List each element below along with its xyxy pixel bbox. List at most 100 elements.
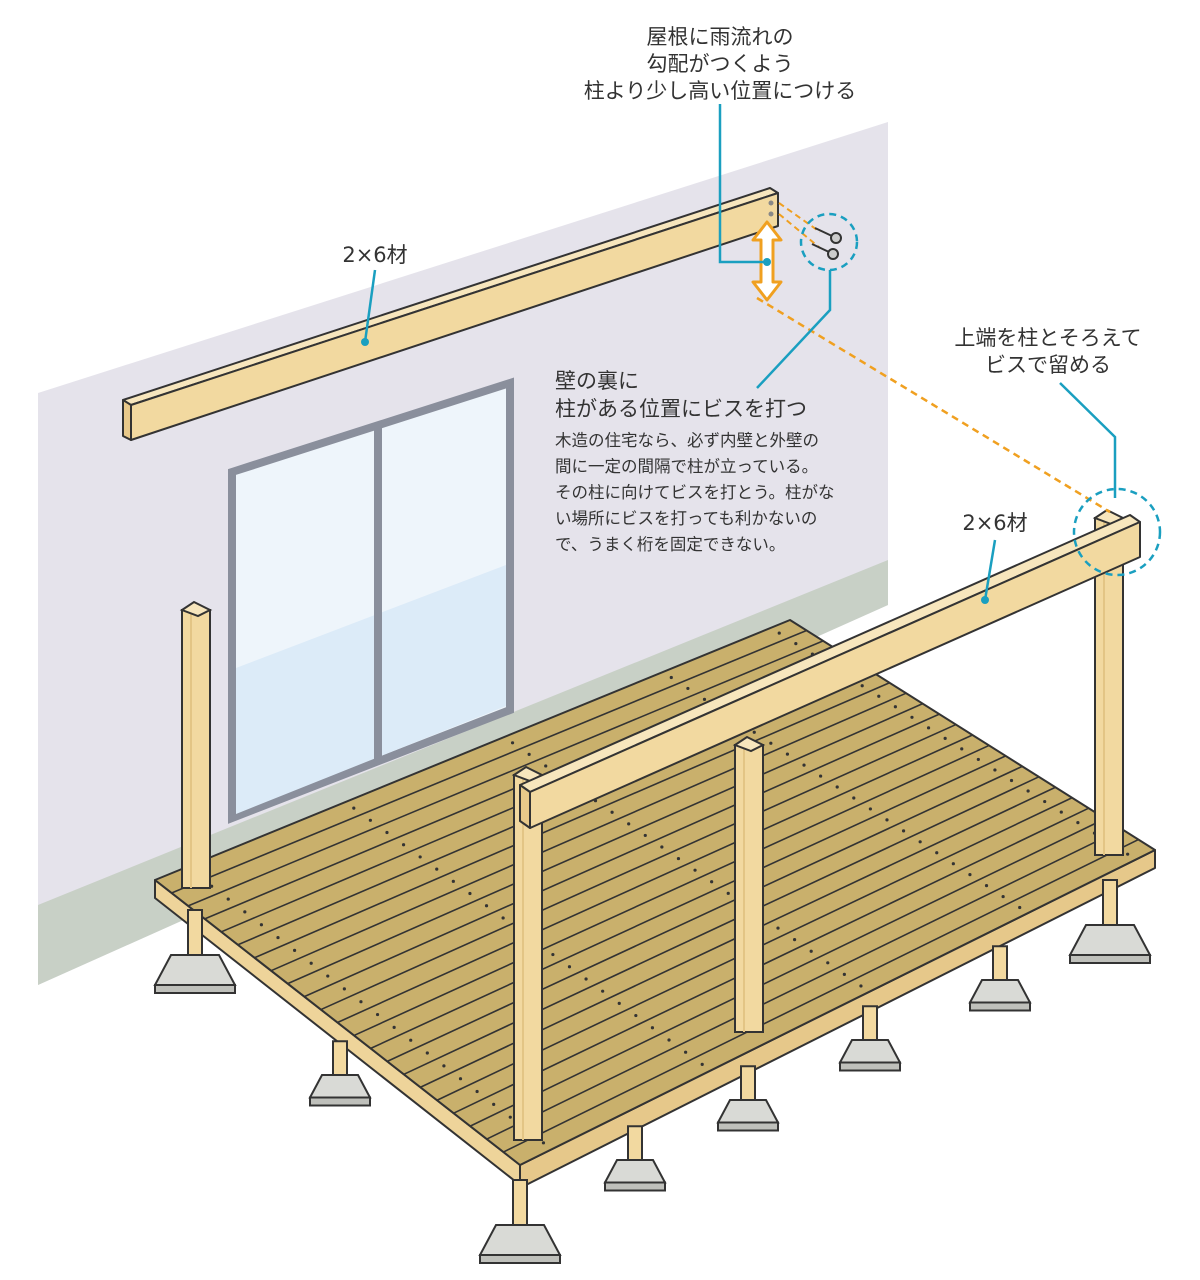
deck-screw: [752, 730, 756, 734]
deck-screw: [409, 1038, 413, 1042]
screw-body-line: い場所にビスを打っても利かないの: [555, 509, 817, 528]
footing-block-base: [839, 1061, 901, 1072]
deck-screw: [484, 904, 489, 908]
deck-screw: [700, 1062, 704, 1066]
deck-screw: [667, 1038, 671, 1042]
deck-board-seam: [287, 702, 924, 985]
deck-screw: [226, 897, 230, 901]
screw-body-line: 木造の住宅なら、必ず内壁と外壁の: [555, 431, 819, 450]
deck-screw: [684, 1050, 688, 1054]
deck-screw: [669, 675, 673, 680]
deck-screw: [610, 810, 614, 814]
deck-screw: [910, 715, 914, 719]
deck-board-seam: [303, 713, 940, 998]
footing-block-base: [154, 984, 236, 994]
deck-screw: [885, 818, 889, 822]
deck-board-seam: [503, 838, 1139, 1153]
deck-board-seam: [171, 629, 807, 894]
deck-board-seam: [386, 765, 1023, 1063]
deck-screw: [425, 1051, 429, 1055]
joint-detail-circle: [1072, 487, 1162, 577]
deck-screw: [1126, 852, 1130, 856]
deck-screw: [1043, 799, 1047, 804]
deck-screw: [451, 879, 455, 883]
deck-screw: [826, 961, 830, 965]
deck-board-seam: [453, 807, 1089, 1114]
deck-screw: [943, 736, 947, 740]
footing-block-base: [479, 1254, 561, 1264]
deck-screw: [1018, 905, 1022, 910]
deck-screw: [544, 764, 548, 768]
deck-board-seam: [353, 744, 990, 1037]
deck-screw: [368, 818, 372, 822]
deck-screw: [835, 785, 839, 789]
deck-post: [513, 774, 543, 1141]
deck-screw: [842, 972, 846, 976]
wood-deck: [154, 619, 1156, 1189]
deck-screw: [785, 752, 790, 756]
deck-screw: [1076, 820, 1080, 825]
deck-post: [734, 744, 764, 1033]
deck-screw: [935, 851, 939, 855]
deck-screw: [418, 855, 422, 859]
footings: [153, 879, 1152, 1264]
deck-screw: [508, 1115, 512, 1119]
deck-screw: [276, 935, 280, 940]
screw-heading-line: 柱がある位置にビスを打つ: [555, 397, 807, 421]
deck-screw: [777, 631, 781, 635]
top-note: 屋根に雨流れの 勾配がつくよう 柱より少し高い位置につける: [584, 25, 857, 103]
deck-screw: [1009, 778, 1014, 783]
support-post: [187, 909, 203, 956]
support-post: [1102, 879, 1118, 926]
deck-screw: [860, 684, 864, 688]
front-beam-label: 2×6材: [962, 511, 1027, 535]
deck-post-top: [732, 735, 766, 753]
screw-heading-line: 壁の裏に: [555, 369, 639, 393]
support-post: [627, 1125, 643, 1161]
footing-block-base: [717, 1121, 779, 1132]
deck-screw: [693, 868, 697, 872]
deck-screw: [1026, 789, 1030, 793]
footing-block: [603, 1159, 667, 1184]
screw-body-line: 間に一定の間隔で柱が立っている。: [555, 457, 818, 476]
align-note-line: ビスで留める: [985, 353, 1111, 377]
deck-screw: [342, 987, 346, 991]
deck-screw: [918, 840, 922, 844]
screw-body-line: その柱に向けてビスを打とう。柱がな: [555, 483, 835, 502]
deck-screw: [951, 862, 955, 866]
footing-block: [716, 1099, 780, 1124]
deck-board-seam: [469, 817, 1106, 1127]
deck-screw: [601, 989, 605, 993]
deck-screw: [852, 796, 856, 800]
deck-screw: [893, 705, 897, 709]
deck-screw: [776, 926, 780, 930]
deck-board-seam: [403, 776, 1040, 1076]
deck-screw: [976, 757, 980, 762]
deck-screw: [475, 1089, 479, 1094]
deck-screw: [567, 965, 572, 969]
footing-block-base: [1069, 954, 1151, 964]
deck-board-seam: [254, 681, 890, 959]
support-post: [992, 945, 1008, 981]
footing-block-base: [969, 1001, 1031, 1012]
deck-post-top: [179, 600, 213, 618]
align-note-line: 上端を柱とそろえて: [954, 326, 1141, 350]
screw-guide: [778, 213, 821, 249]
deck-screw: [259, 923, 264, 927]
top-note-line: 勾配がつくよう: [647, 52, 794, 76]
deck-screw: [551, 952, 555, 957]
screw-guide: [778, 202, 821, 233]
deck-screw: [309, 961, 313, 965]
support-post: [862, 1005, 878, 1041]
deck-screw: [660, 845, 664, 849]
deck-screw: [877, 694, 881, 698]
deck-screw: [541, 1141, 546, 1145]
sliding-window: [228, 377, 514, 824]
wall-beam-2x6: [122, 187, 779, 441]
deck-screw: [385, 830, 389, 835]
leader-lines: [363, 104, 1117, 601]
deck-screw: [375, 1012, 380, 1017]
deck-screw: [501, 916, 505, 920]
footing-block: [153, 954, 237, 986]
